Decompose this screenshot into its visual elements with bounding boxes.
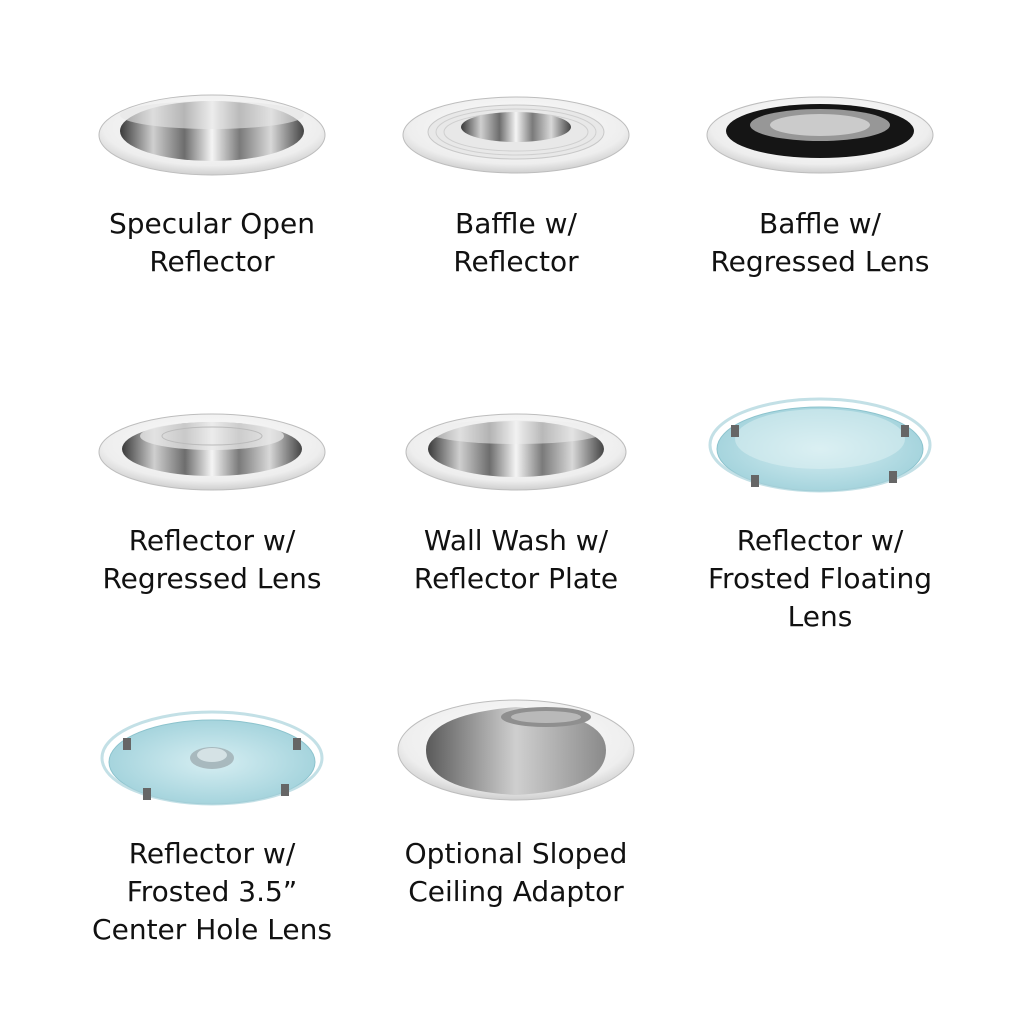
baffle-reflector-icon	[366, 85, 666, 205]
specular-open-reflector-icon	[62, 85, 362, 205]
product-label: Reflector w/ Frosted Floating Lens	[707, 524, 932, 633]
product-label: Baffle w/ Regressed Lens	[710, 207, 930, 278]
product-label: Wall Wash w/ Reflector Plate	[413, 524, 619, 595]
sloped-ceiling-adaptor-icon	[366, 695, 666, 815]
product-label: Reflector w/ Regressed Lens	[102, 524, 322, 595]
product-label: Baffle w/ Reflector	[453, 207, 579, 278]
frosted-center-hole-lens-icon	[62, 700, 362, 820]
product-label: Optional Sloped Ceiling Adaptor	[404, 837, 628, 908]
reflector-regressed-lens-icon	[62, 402, 362, 522]
frosted-floating-lens-icon	[670, 387, 970, 507]
baffle-regressed-lens-icon	[670, 85, 970, 205]
product-label: Specular Open Reflector	[108, 207, 316, 278]
wall-wash-reflector-plate-icon	[366, 402, 666, 522]
product-label: Reflector w/ Frosted 3.5” Center Hole Le…	[92, 837, 332, 946]
